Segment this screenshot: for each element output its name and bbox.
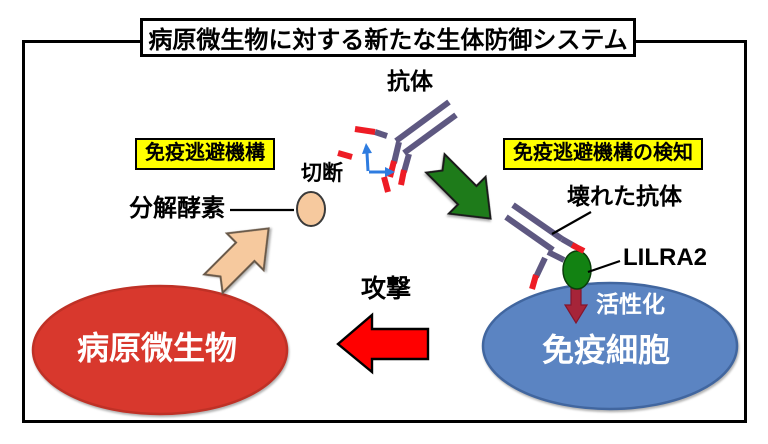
antibody-heavy-chain	[394, 99, 451, 144]
antibody-heavy-chain	[402, 112, 458, 156]
antibody-arm-stub	[391, 141, 402, 164]
broken-antibody-pointer-line	[551, 211, 592, 235]
lilra2-receptor	[562, 250, 592, 290]
antibody-red-tip	[354, 126, 376, 135]
antibody-heavy-chain	[504, 214, 555, 253]
antibody-red-tip	[398, 169, 407, 186]
evasion-arrow-shape	[202, 227, 270, 295]
attack-arrow	[336, 312, 430, 375]
cut-antibody-graphic	[337, 99, 458, 193]
cleavage-label: 切断	[301, 162, 343, 185]
diagram-title: 病原微生物に対する新たな生体防御システム	[140, 18, 636, 57]
antibody-red-tip	[570, 242, 586, 254]
cleavage-arrow-up-head	[362, 143, 372, 154]
antibody-red-fragment	[381, 176, 391, 193]
antibody-red-fragment	[337, 150, 353, 160]
cleavage-arrow-up	[365, 152, 370, 172]
broken-antibody-graphic	[504, 202, 586, 290]
broken-antibody-label: 壊れた抗体	[567, 183, 682, 209]
cleavage-arrow-right-head	[385, 167, 395, 177]
attack-label: 攻撃	[361, 275, 412, 303]
pathogen-ellipse	[31, 284, 289, 416]
detection-arrow-shape	[424, 152, 492, 220]
evasion-heading: 免疫逃避機構	[135, 138, 275, 170]
antibody-arm-stub	[374, 129, 388, 139]
lilra2-label: LILRA2	[623, 244, 707, 271]
antibody-label: 抗体	[387, 68, 433, 94]
antibody-arm-stub	[533, 256, 548, 279]
detection-arrow	[424, 152, 492, 220]
enzyme-label: 分解酵素	[129, 195, 225, 222]
pathogen-label: 病原微生物	[77, 330, 238, 366]
antibody-red-tip	[529, 274, 539, 290]
immune-cell-label: 免疫細胞	[542, 332, 671, 368]
antibody-arm-stub	[546, 249, 566, 263]
antibody-heavy-chain	[511, 202, 564, 242]
activation-label: 活性化	[596, 291, 665, 317]
antibody-arm-stub	[401, 153, 412, 173]
enzyme-circle	[296, 191, 326, 227]
cleavage-arrows-icon	[362, 143, 395, 177]
antibody-red-tip	[387, 160, 397, 178]
detection-heading: 免疫逃避機構の検知	[503, 138, 703, 170]
evasion-arrow	[202, 227, 270, 295]
lilra2-pointer-line	[587, 259, 621, 274]
immune-cell-ellipse	[481, 281, 739, 411]
